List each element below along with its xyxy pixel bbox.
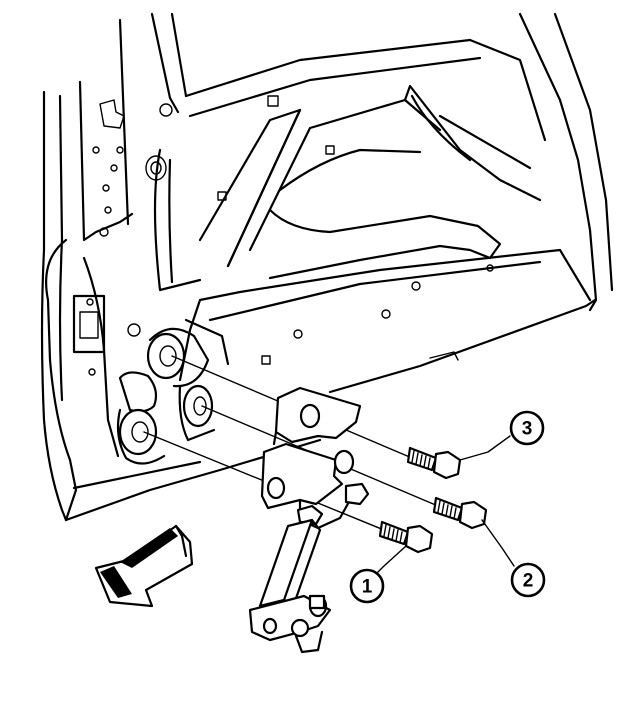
hinge-bracket [248,386,370,654]
callout-3: 3 [509,410,545,446]
callout-3-label: 3 [522,419,533,440]
alignment-lines [143,355,439,531]
bolt-3 [406,446,462,480]
callout-1: 1 [349,568,385,604]
bolt-1 [378,520,434,554]
bolt-2 [432,496,488,530]
forward-direction-arrow-icon [94,524,194,608]
callout-2-label: 2 [523,571,534,592]
callout-1-label: 1 [362,577,373,598]
callout-leaders [375,435,515,575]
callout-2: 2 [510,562,546,598]
door-frame [40,12,614,522]
door-hinge-bosses [116,318,230,465]
